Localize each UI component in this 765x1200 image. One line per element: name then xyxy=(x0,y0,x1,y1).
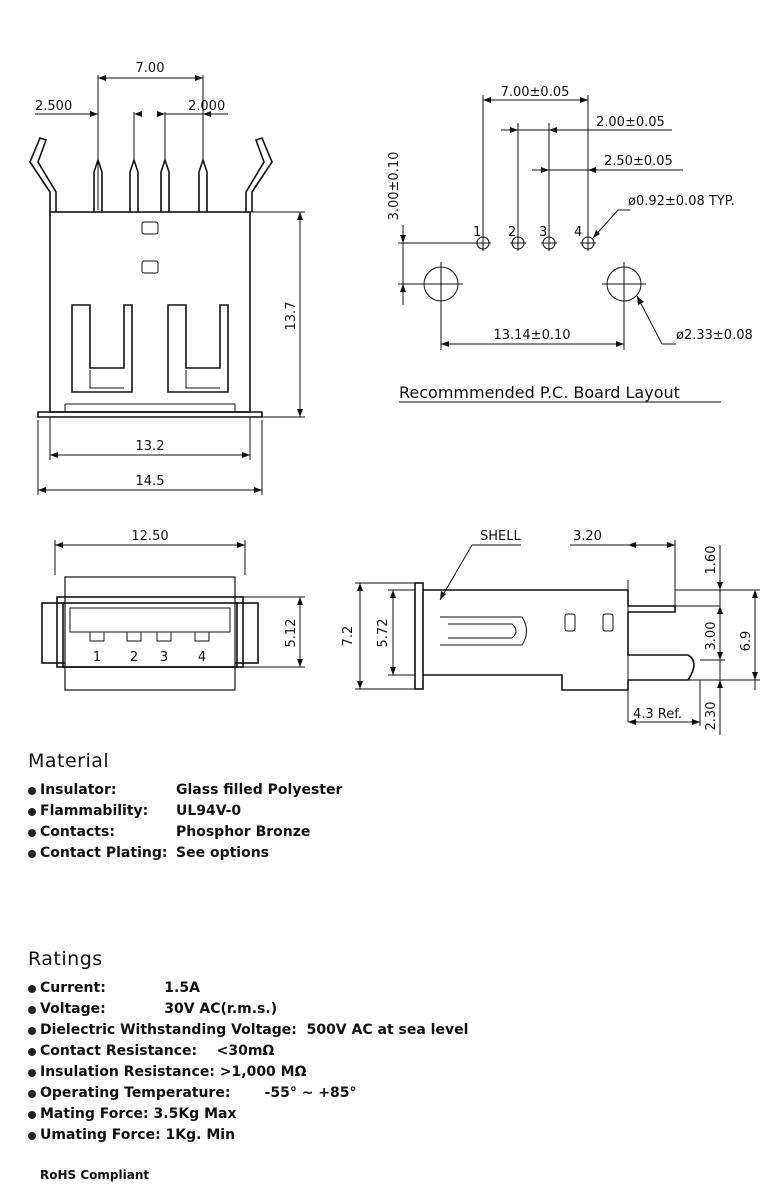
rating-item: Operating Temperature: -55° ~ +85° xyxy=(28,1083,468,1104)
material-value: Glass filled Polyester xyxy=(176,782,343,798)
bullet-icon xyxy=(28,984,36,993)
rating-text: Contact Resistance: <30mΩ xyxy=(40,1043,275,1059)
dim-7-2: 7.2 xyxy=(341,626,356,647)
ratings-title: Ratings xyxy=(28,948,103,970)
front-view: 12.50 1 2 3 4 5.12 xyxy=(41,529,305,691)
dim-3-20: 3.20 xyxy=(573,529,602,544)
rating-item: Voltage: 30V AC(r.m.s.) xyxy=(28,999,468,1020)
rating-item: Current: 1.5A xyxy=(28,978,468,999)
pcb-pin-4: 4 xyxy=(574,225,582,240)
material-label: Insulator: xyxy=(40,782,117,798)
dim-13-7: 13.7 xyxy=(284,302,299,331)
dim-13-2: 13.2 xyxy=(136,439,165,454)
rating-text: Operating Temperature: -55° ~ +85° xyxy=(40,1085,357,1101)
dim-14-5: 14.5 xyxy=(136,474,165,489)
front-pin-4: 4 xyxy=(198,650,206,665)
rating-item: Contact Resistance: <30mΩ xyxy=(28,1041,468,1062)
dim-2-30: 2.30 xyxy=(704,702,719,731)
dim-4-3-ref: 4.3 Ref. xyxy=(633,707,682,722)
top-view: 7.00 2.500 2.000 xyxy=(29,61,305,495)
rating-text: Mating Force: 3.5Kg Max xyxy=(40,1106,237,1122)
rating-item: Umating Force: 1Kg. Min xyxy=(28,1125,468,1146)
material-section: Material Insulator: Glass filled Polyest… xyxy=(28,750,342,864)
pcb-pin-2: 2 xyxy=(508,225,516,240)
pcb-pin-3: 3 xyxy=(539,225,547,240)
technical-drawing: 7.00 2.500 2.000 xyxy=(29,61,760,735)
bullet-icon xyxy=(28,1005,36,1014)
dim-5-12: 5.12 xyxy=(284,619,299,648)
bullet-icon xyxy=(28,828,36,837)
front-pin-1: 1 xyxy=(93,650,101,665)
pcb-layout-caption: Recommmended P.C. Board Layout xyxy=(399,383,680,402)
front-pin-3: 3 xyxy=(160,650,168,665)
rating-item: Insulation Resistance: >1,000 MΩ xyxy=(28,1062,468,1083)
bullet-icon xyxy=(28,1089,36,1098)
dim-7-00: 7.00 xyxy=(136,61,165,76)
bullet-icon xyxy=(28,1131,36,1140)
material-item: Insulator: Glass filled Polyester xyxy=(28,780,342,801)
material-label: Contacts: xyxy=(40,824,115,840)
dim-2-500: 2.500 xyxy=(35,99,72,114)
front-pin-2: 2 xyxy=(130,650,138,665)
rating-text: Umating Force: 1Kg. Min xyxy=(40,1127,236,1143)
material-value: UL94V-0 xyxy=(176,803,242,819)
pcb-layout: 7.00±0.05 2.00±0.05 2.50±0.05 3.00±0.10 … xyxy=(387,85,753,403)
rating-item: Mating Force: 3.5Kg Max xyxy=(28,1104,468,1125)
bullet-icon xyxy=(28,1068,36,1077)
dim-7-00-tol: 7.00±0.05 xyxy=(501,85,570,100)
material-item: Contact Plating: See options xyxy=(28,843,342,864)
bullet-icon xyxy=(28,786,36,795)
material-label: Flammability: xyxy=(40,803,149,819)
ratings-section: Ratings Current: 1.5A Voltage: 30V AC(r.… xyxy=(28,948,468,1146)
rating-text: Insulation Resistance: >1,000 MΩ xyxy=(40,1064,307,1080)
material-title: Material xyxy=(28,750,110,772)
material-value: See options xyxy=(176,845,269,861)
dim-1-60: 1.60 xyxy=(704,546,719,575)
dim-13-14-tol: 13.14±0.10 xyxy=(493,328,570,343)
bullet-icon xyxy=(28,849,36,858)
dim-6-9: 6.9 xyxy=(739,631,754,652)
bullet-icon xyxy=(28,1026,36,1035)
pcb-pin-1: 1 xyxy=(473,225,481,240)
side-view: SHELL 3.20 7.2 5.72 1.60 xyxy=(341,529,760,735)
rating-text: Dielectric Withstanding Voltage: 500V AC… xyxy=(40,1022,469,1038)
dim-2-50-tol: 2.50±0.05 xyxy=(604,154,673,169)
dim-2-000: 2.000 xyxy=(188,99,225,114)
rating-text: Current: 1.5A xyxy=(40,980,200,996)
dim-mount-dia: ø2.33±0.08 xyxy=(676,328,753,343)
dim-3-00: 3.00 xyxy=(704,622,719,651)
shell-label: SHELL xyxy=(480,529,521,544)
dim-2-00-tol: 2.00±0.05 xyxy=(596,115,665,130)
dim-3-00-tol: 3.00±0.10 xyxy=(387,152,402,221)
material-value: Phosphor Bronze xyxy=(176,824,311,840)
dim-hole-dia: ø0.92±0.08 TYP. xyxy=(628,194,735,209)
rating-item: Dielectric Withstanding Voltage: 500V AC… xyxy=(28,1020,468,1041)
bullet-icon xyxy=(28,1110,36,1119)
bullet-icon xyxy=(28,807,36,816)
bullet-icon xyxy=(28,1047,36,1056)
dim-5-72: 5.72 xyxy=(376,619,391,648)
material-label: Contact Plating: xyxy=(40,845,168,861)
material-item: Flammability: UL94V-0 xyxy=(28,801,342,822)
material-item: Contacts: Phosphor Bronze xyxy=(28,822,342,843)
dim-12-50: 12.50 xyxy=(131,529,168,544)
rohs-label: RoHS Compliant xyxy=(40,1168,150,1182)
rating-text: Voltage: 30V AC(r.m.s.) xyxy=(40,1001,278,1017)
